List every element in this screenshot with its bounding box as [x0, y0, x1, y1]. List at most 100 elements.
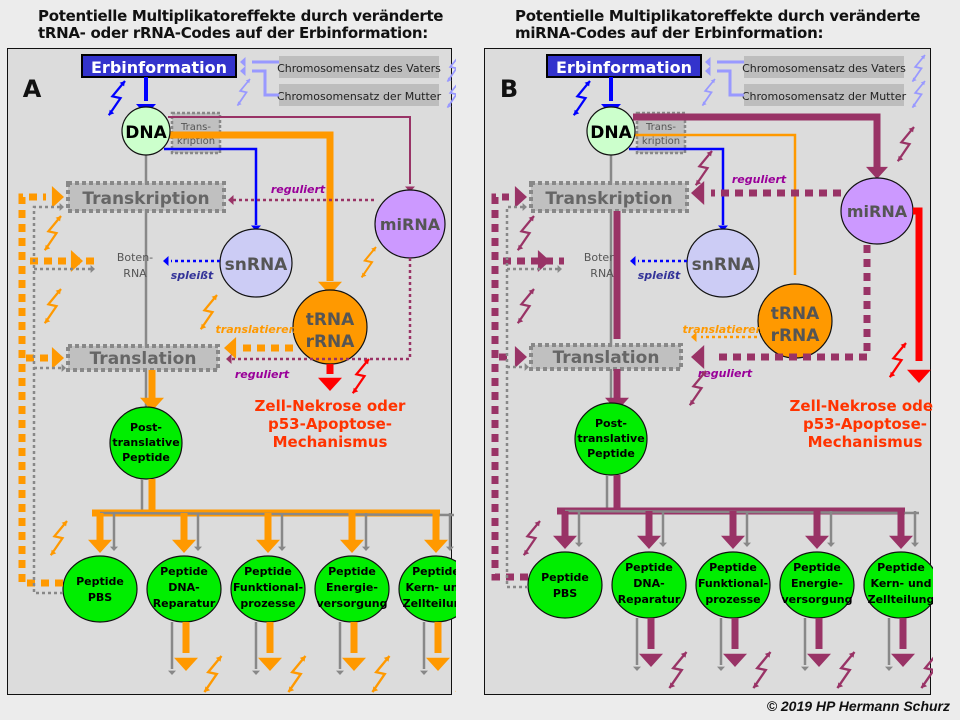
- arrowhead: [110, 546, 118, 551]
- panel-a-title-line1: Potentielle Multiplikatoreffekte durch v…: [38, 7, 444, 25]
- peptide-label-1: Peptide: [625, 561, 673, 574]
- lightning-icon: [199, 294, 218, 330]
- arrowhead: [88, 539, 112, 553]
- arrowhead: [252, 670, 260, 675]
- arrowhead: [362, 546, 370, 551]
- lightning-icon: [572, 80, 591, 116]
- arrowhead: [420, 670, 428, 675]
- transcription-small-label-1: Trans-: [645, 122, 676, 133]
- peptide-label-1: Peptide: [793, 561, 841, 574]
- panel-a-title-line2: tRNA- oder rRNA-Codes auf der Erbinforma…: [38, 24, 428, 42]
- peptide-label-2: Energie-: [326, 581, 378, 594]
- trna-label: tRNA: [306, 310, 355, 330]
- peptide-label-3: prozesse: [240, 597, 295, 610]
- arrowhead: [336, 670, 344, 675]
- arrowhead: [691, 332, 697, 342]
- arrowhead: [194, 546, 202, 551]
- arrowhead: [172, 539, 196, 553]
- transcription-box: [66, 181, 226, 213]
- lightning-icon: [911, 80, 926, 109]
- father-chromosome-label: Chromosomensatz des Vaters: [277, 62, 441, 75]
- arrowhead: [805, 535, 829, 549]
- arrowhead: [911, 542, 919, 547]
- post-label-2: translative: [577, 432, 644, 445]
- arrowhead: [721, 535, 745, 549]
- lightning-icon: [911, 54, 926, 83]
- necrosis-label-3: Mechanismus: [273, 433, 388, 451]
- dna-node: [121, 106, 171, 156]
- arrowhead: [340, 539, 364, 553]
- trna-label: tRNA: [771, 304, 820, 324]
- dna-to-trna-line: [633, 133, 797, 275]
- transcription-label: Transkription: [82, 189, 209, 209]
- reguliert-label-2: reguliert: [235, 368, 290, 381]
- lightning-icon: [43, 288, 62, 324]
- mirna-regulates-translation: [715, 245, 871, 361]
- panel-b-title-line2: miRNA-Codes auf der Erbinformation:: [515, 24, 824, 42]
- lightning-icon: [371, 655, 391, 693]
- necrosis-label-1: Zell-Nekrose oder: [790, 397, 933, 415]
- post-label-1: Post-: [595, 417, 627, 430]
- peptide-label-3: versorgung: [317, 597, 388, 610]
- translation-box: [66, 344, 220, 372]
- arrowhead: [240, 66, 246, 76]
- dna-label: DNA: [590, 123, 632, 143]
- erbinformation-label: Erbinformation: [91, 58, 227, 77]
- arrowhead: [240, 57, 246, 67]
- lightning-icon: [522, 520, 541, 556]
- peptide-label-3: versorgung: [782, 593, 853, 606]
- arrowhead: [318, 377, 342, 391]
- arrowhead: [889, 535, 913, 549]
- necrosis-label-1: Zell-Nekrose oder: [255, 397, 407, 415]
- arrowhead: [633, 666, 641, 671]
- arrowhead: [630, 256, 636, 266]
- panel-letter: B: [500, 75, 518, 103]
- translation-label: Translation: [90, 349, 197, 369]
- arrowhead: [174, 657, 198, 671]
- peptide-label-1: Peptide: [709, 561, 757, 574]
- erbinformation-box: [81, 54, 237, 78]
- peptide-label-2: Funktional-: [698, 577, 768, 590]
- arrowhead: [691, 345, 705, 369]
- arrowhead: [637, 535, 661, 549]
- lightning-icon: [888, 342, 907, 378]
- panel-b-title-line1: Potentielle Multiplikatoreffekte durch v…: [515, 7, 921, 25]
- arrowhead: [723, 653, 747, 667]
- arrowhead: [342, 657, 366, 671]
- feedback-loop-accent: [491, 193, 528, 581]
- arrowhead: [405, 186, 415, 192]
- lightning-icon: [694, 150, 713, 186]
- mother-chromosome-label: Chromosomensatz der Mutter: [742, 90, 907, 103]
- transcription-small-label-2: kription: [642, 136, 680, 147]
- peptide-label-3: Reparatur: [153, 597, 216, 610]
- lightning-icon: [203, 655, 223, 693]
- post-label-1: Post-: [130, 421, 162, 434]
- lightning-icon: [107, 80, 126, 116]
- transcription-box: [529, 181, 689, 213]
- lightning-icon: [920, 653, 933, 689]
- arrowhead: [866, 166, 888, 179]
- lightning-icon: [43, 215, 62, 251]
- lightning-icon: [49, 520, 68, 556]
- branch-gray-bar: [99, 511, 455, 517]
- transcription-small-label-2: kription: [177, 136, 215, 147]
- post-translative-node: [574, 402, 648, 476]
- arrowhead: [827, 542, 835, 547]
- arrowhead: [691, 181, 705, 205]
- peptide-label-2: Kern- und: [406, 581, 456, 594]
- snrna-label: snRNA: [692, 255, 756, 275]
- arrowhead: [885, 666, 893, 671]
- reguliert-label-2: reguliert: [698, 367, 753, 380]
- feedback-loop-gray: [505, 205, 528, 589]
- dna-label: DNA: [125, 123, 167, 143]
- dna-to-trna-line: [168, 131, 334, 281]
- mother-arrow: [252, 69, 279, 97]
- arrowhead: [743, 542, 751, 547]
- arrowhead: [228, 195, 234, 205]
- peptide-label-3: prozesse: [705, 593, 760, 606]
- erbinformation-box: [546, 54, 702, 78]
- boten-rna-label-2: RNA: [123, 267, 147, 280]
